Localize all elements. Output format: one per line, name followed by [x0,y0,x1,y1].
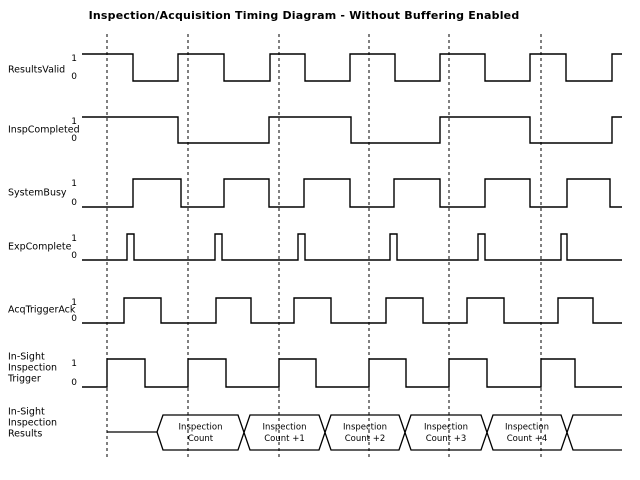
results-valid-waveform [82,53,622,82]
level-high-label-exp-complete: 1 [71,234,77,244]
level-high-label-system-busy: 1 [71,179,77,189]
system-busy-waveform [82,178,622,208]
signal-label-results-valid: ResultsValid [8,64,66,76]
exp-complete-waveform [82,233,622,261]
acq-trigger-ack-waveform [82,297,622,324]
level-high-label-acq-trigger-ack: 1 [71,298,77,308]
insp-completed-waveform [82,116,622,144]
signal-label-acq-trigger-ack: AcqTriggerAck [8,304,76,316]
signal-label-insight-inspection-results: In-Sight Inspection Results [8,406,58,440]
signal-label-insight-inspection-trigger: In-Sight Inspection Trigger [8,351,58,385]
insight-inspection-results-bus-line-a [107,414,622,451]
diagram-title: Inspection/Acquisition Timing Diagram - … [88,9,520,22]
signal-label-exp-complete: ExpComplete [8,241,72,253]
level-low-label-exp-complete: 0 [71,251,77,261]
level-low-label-acq-trigger-ack: 0 [71,314,77,324]
level-high-label-insight-inspection-trigger: 1 [71,359,77,369]
level-low-label-insp-completed: 0 [71,134,77,144]
level-high-label-insp-completed: 1 [71,117,77,127]
insight-inspection-results-bus-line-b [156,414,622,451]
level-low-label-results-valid: 0 [71,72,77,82]
level-low-label-system-busy: 0 [71,198,77,208]
level-high-label-results-valid: 1 [71,54,77,64]
signal-label-system-busy: SystemBusy [8,187,67,199]
level-low-label-insight-inspection-trigger: 0 [71,378,77,388]
insight-inspection-trigger-waveform [82,358,622,388]
signal-label-insp-completed: InspCompleted [8,124,80,136]
